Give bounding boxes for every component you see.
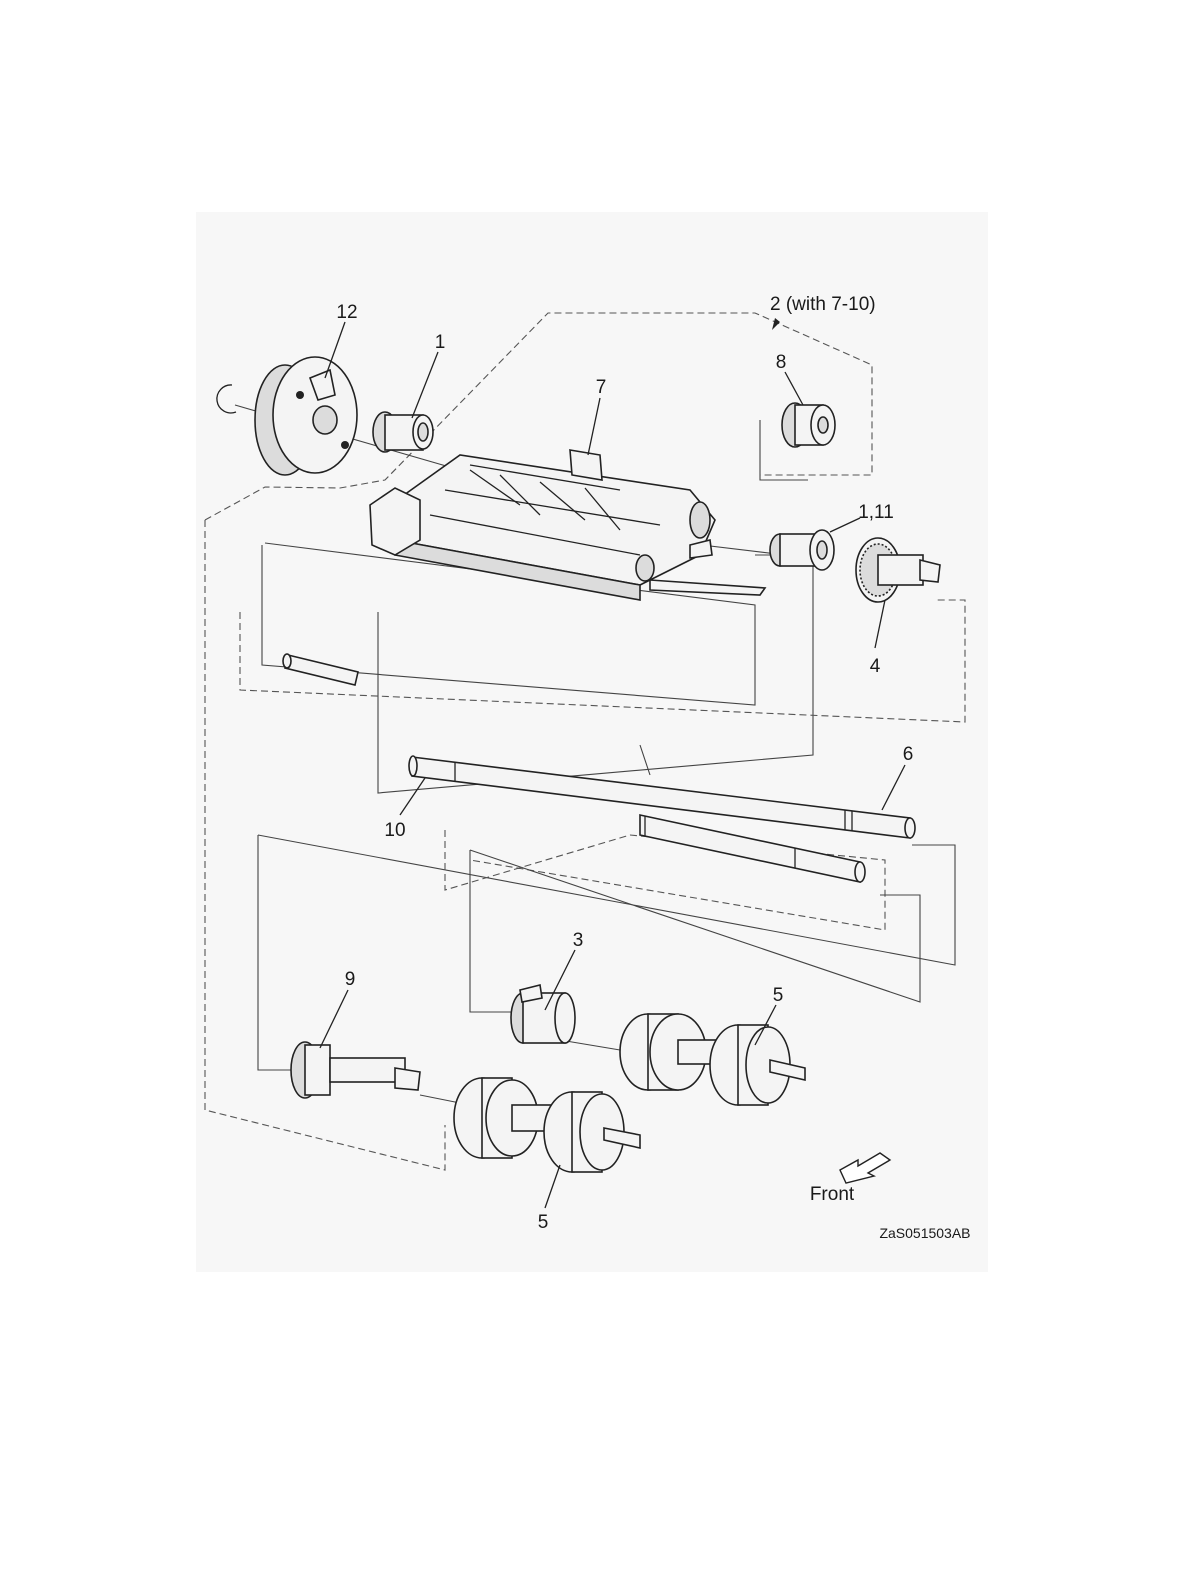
figure-id: ZaS051503AB [879, 1225, 970, 1241]
part-3-clutch [511, 985, 575, 1043]
part-1-11-bushing [770, 530, 834, 570]
callout-8: 8 [776, 352, 787, 373]
callout-6: 6 [903, 744, 914, 765]
callout-5-lower: 5 [538, 1212, 549, 1233]
part-8-bushing [782, 403, 835, 447]
callout-1: 1 [435, 332, 446, 353]
callout-2: 2 (with 7-10) [770, 294, 876, 315]
part-12-clutch [255, 357, 357, 475]
callout-5-upper: 5 [773, 985, 784, 1006]
callout-1-11: 1,11 [858, 502, 894, 523]
callout-9: 9 [345, 969, 356, 990]
front-label: Front [810, 1184, 855, 1205]
callout-3: 3 [573, 930, 584, 951]
callout-12: 12 [336, 302, 357, 323]
callout-4: 4 [870, 656, 881, 677]
part-1-bushing [373, 412, 433, 452]
callout-10: 10 [384, 820, 405, 841]
callout-7: 7 [596, 377, 607, 398]
